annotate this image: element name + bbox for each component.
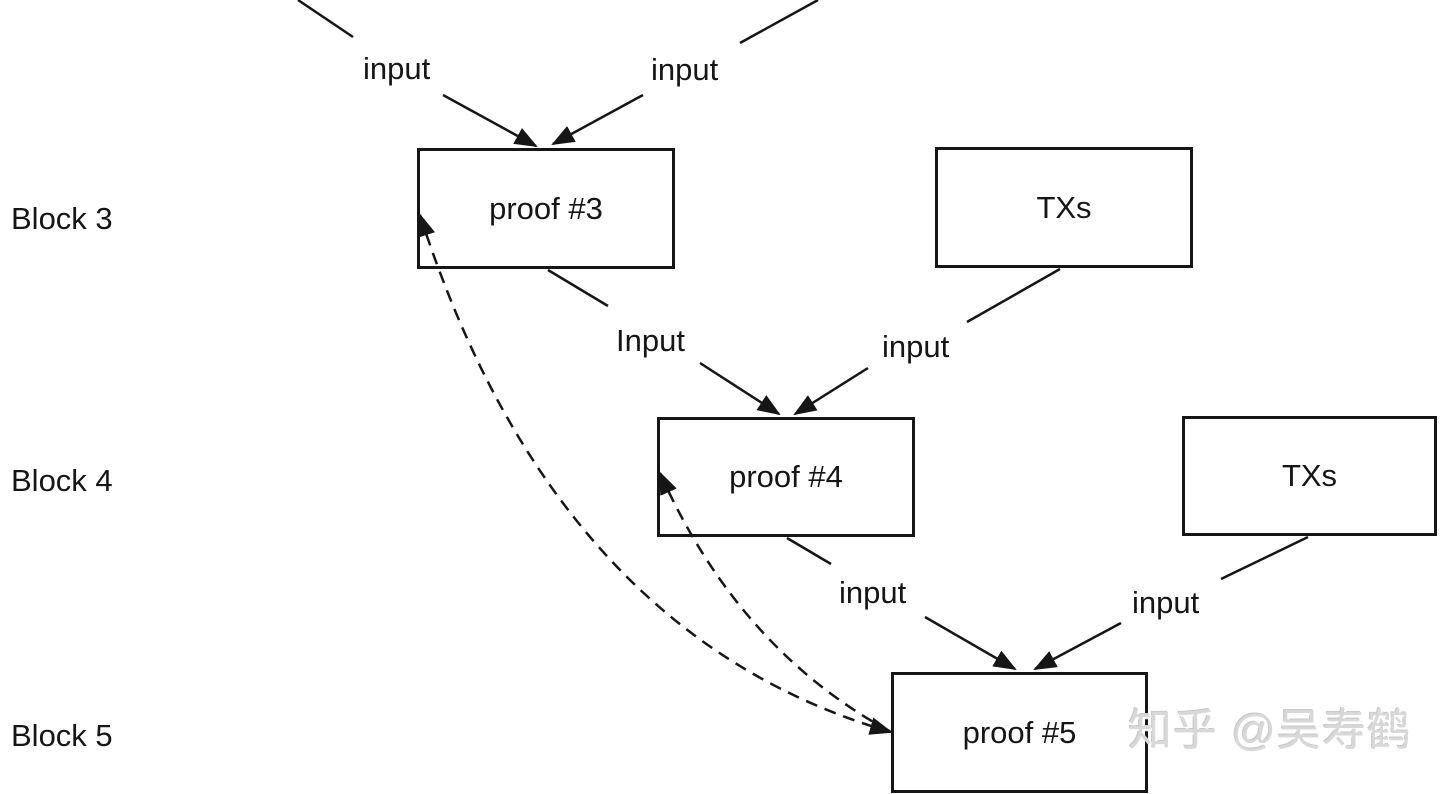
line-txs3-out: [966, 267, 1061, 324]
line-txs4-out: [1220, 535, 1309, 581]
stub-line-top-right: [739, 0, 819, 45]
edge-label-input-proof3-proof4: Input: [616, 323, 685, 358]
proof-3-label: proof #3: [489, 190, 603, 226]
edge-label-input-proof4-proof5: input: [839, 575, 907, 610]
block-5-row-label: Block 5: [11, 718, 113, 753]
txs-block4-box: TXs: [1182, 416, 1437, 536]
arrow-input-proof3-proof4: [699, 361, 781, 416]
txs-block4-label: TXs: [1281, 458, 1338, 493]
arrow-input-left-proof3: [442, 93, 538, 148]
txs-block3-box: TXs: [935, 147, 1193, 268]
proof-5-box: proof #5: [891, 672, 1148, 793]
edge-label-input-txs3-proof4: input: [882, 329, 950, 364]
block-3-row-label: Block 3: [11, 201, 113, 236]
txs-block3-label: TXs: [1036, 189, 1092, 225]
stub-line-top-left: [297, 0, 354, 39]
zhihu-watermark: 知乎 @吴寿鹤: [1128, 706, 1412, 755]
arrow-input-txs3-proof4: [793, 366, 869, 416]
edge-label-input-proof3-right: input: [651, 52, 719, 87]
line-proof3-out: [547, 268, 609, 308]
line-proof4-out: [786, 536, 832, 566]
proof-3-box: proof #3: [417, 148, 675, 269]
block-4-row-label: Block 4: [11, 463, 113, 498]
edge-label-input-proof3-left: input: [363, 51, 431, 86]
arrow-input-right-proof3: [551, 93, 644, 146]
arrow-input-proof4-proof5: [924, 615, 1017, 671]
edge-label-input-txs4-proof5: input: [1132, 585, 1200, 620]
arrow-input-txs4-proof5: [1033, 621, 1122, 671]
proof-4-box: proof #4: [657, 417, 915, 537]
proof-5-label: proof #5: [962, 714, 1077, 750]
proof-4-label: proof #4: [729, 459, 843, 494]
